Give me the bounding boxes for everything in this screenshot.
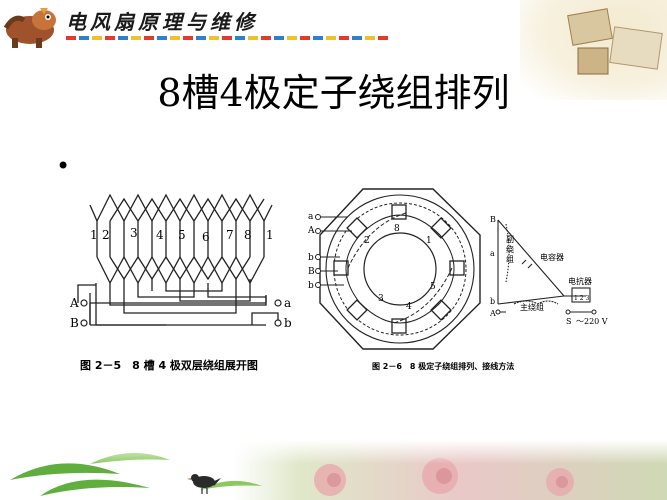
slot-label: 1 [266, 228, 274, 242]
terminal-label-B: B [70, 316, 79, 330]
slot-label: 2 [364, 236, 370, 246]
aux-winding-char: 绕 [506, 244, 514, 254]
label-taps: 1 2 3 [574, 295, 589, 302]
terminal-label-b: b [284, 316, 292, 330]
terminal-label: b [308, 253, 314, 263]
header-divider [66, 36, 391, 40]
slot-label: 8 [244, 228, 252, 242]
label-b: b [490, 297, 495, 306]
terminal-label: A [308, 226, 315, 236]
label-capacitor: 电容器 [540, 252, 564, 262]
slide-title: 8槽4极定子绕组排列 [157, 71, 510, 115]
aux-winding-char: 组 [506, 254, 514, 264]
decorative-bottom-banner [0, 440, 667, 500]
aux-winding-char: 副 [506, 235, 514, 244]
slot-label: 7 [226, 228, 234, 242]
label-main-winding: 主绕组 [520, 302, 544, 312]
terminal-label-a: a [284, 296, 291, 310]
slot-label: 5 [430, 282, 436, 292]
slot-label: 4 [156, 228, 164, 242]
bird-icon [187, 474, 221, 494]
label-B: B [490, 215, 496, 224]
label-a: a [490, 249, 495, 258]
decorative-photo-collage [520, 0, 667, 100]
slot-label: 4 [406, 302, 412, 312]
slot-label: 8 [394, 224, 400, 234]
figure-caption-left: 图 2－5 8 槽 4 极双层绕组展开图 [80, 358, 258, 372]
label-A: A [489, 309, 496, 318]
terminal-label: a [308, 212, 314, 222]
wiring-schematic: B a b A S ～220 V 电容器 电抗器 1 2 3 主绕组 副 绕 组 [489, 215, 608, 326]
label-aux-winding: 副 绕 组 [506, 235, 517, 264]
slot-label: 1 [90, 228, 98, 242]
slot-label: 5 [178, 228, 186, 242]
label-supply: ～220 V [576, 317, 608, 326]
winding-expansion-diagram: 1 2 3 4 5 6 7 8 1 A B a b 图 2－5 8 槽 4 极双… [69, 193, 292, 372]
figure-caption-right-box: 图 2－6 8 极定子绕组排列、接线方法 [372, 361, 514, 371]
label-reactor: 电抗器 [568, 276, 592, 286]
terminal-label: B [308, 267, 315, 277]
slot-label: 3 [378, 294, 384, 304]
cartoon-mascot-icon [3, 8, 56, 48]
terminal-label-A: A [69, 296, 79, 310]
header-title: 电风扇原理与维修 [66, 10, 258, 34]
stator-cross-section: a A b B b 8 1 2 3 4 5 [308, 188, 481, 350]
label-S: S [566, 317, 571, 326]
slot-label: 6 [202, 230, 210, 244]
figure-caption-right: 图 2－6 8 极定子绕组排列、接线方法 [372, 361, 514, 371]
slot-label: 2 [102, 228, 110, 242]
bullet-marker: • [56, 152, 71, 180]
slot-label: 1 [426, 236, 432, 246]
terminal-label: b [308, 281, 314, 291]
slot-label: 3 [130, 226, 138, 240]
